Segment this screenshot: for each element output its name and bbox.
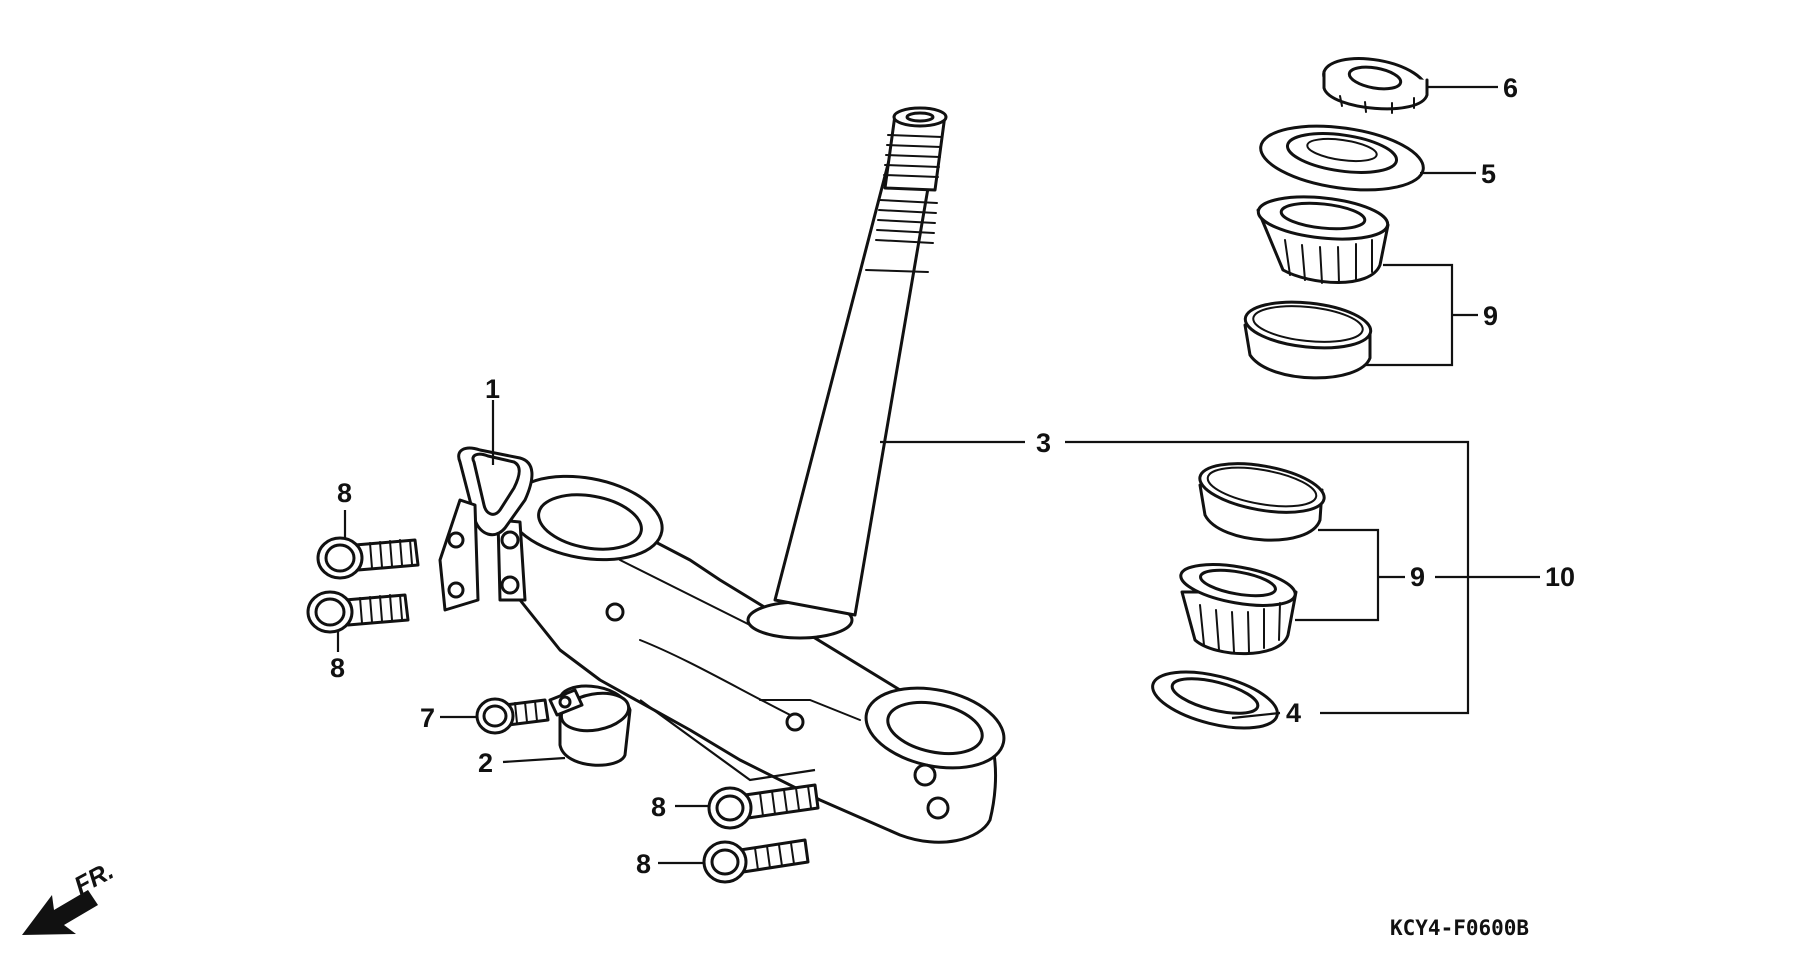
callout-8c: 8 — [651, 792, 666, 822]
callout-9a: 9 — [1483, 301, 1498, 331]
bolt-8-upper-1 — [316, 536, 420, 580]
lock-nut-part-6 — [1322, 57, 1429, 114]
roller-bearing-lower — [1179, 563, 1298, 656]
callout-labels: 1 8 8 7 2 8 8 3 4 9 10 6 5 9 — [330, 73, 1575, 879]
callout-1: 1 — [485, 374, 500, 404]
front-direction-indicator: FR. — [22, 857, 118, 935]
bolt-8-lower-2 — [702, 838, 810, 884]
bolt-7 — [475, 697, 550, 735]
bolt-8-lower-1 — [707, 783, 820, 830]
callout-2: 2 — [478, 748, 493, 778]
callout-8a: 8 — [337, 478, 352, 508]
bracket-part-1 — [438, 446, 534, 612]
front-arrow-icon — [22, 890, 98, 935]
callout-4: 4 — [1286, 698, 1301, 728]
callout-6: 6 — [1503, 73, 1518, 103]
callout-10: 10 — [1545, 562, 1575, 592]
roller-bearing-upper — [1256, 195, 1390, 284]
outer-race-lower — [1198, 462, 1326, 542]
callout-8b: 8 — [330, 653, 345, 683]
clamp-part-2 — [548, 684, 632, 767]
callout-5: 5 — [1481, 159, 1496, 189]
front-label: FR. — [70, 857, 119, 901]
callout-9b: 9 — [1410, 562, 1425, 592]
callout-3: 3 — [1036, 428, 1051, 458]
dust-seal-part-4 — [1151, 670, 1279, 730]
callout-7: 7 — [420, 703, 435, 733]
leader-lines — [336, 85, 1540, 865]
outer-race-upper — [1243, 300, 1373, 380]
dust-seal-part-5 — [1259, 124, 1425, 192]
diagram-code: KCY4-F0600B — [1390, 916, 1529, 940]
callout-8d: 8 — [636, 849, 651, 879]
bolt-8-upper-2 — [306, 590, 410, 634]
steering-stem — [496, 106, 1006, 844]
